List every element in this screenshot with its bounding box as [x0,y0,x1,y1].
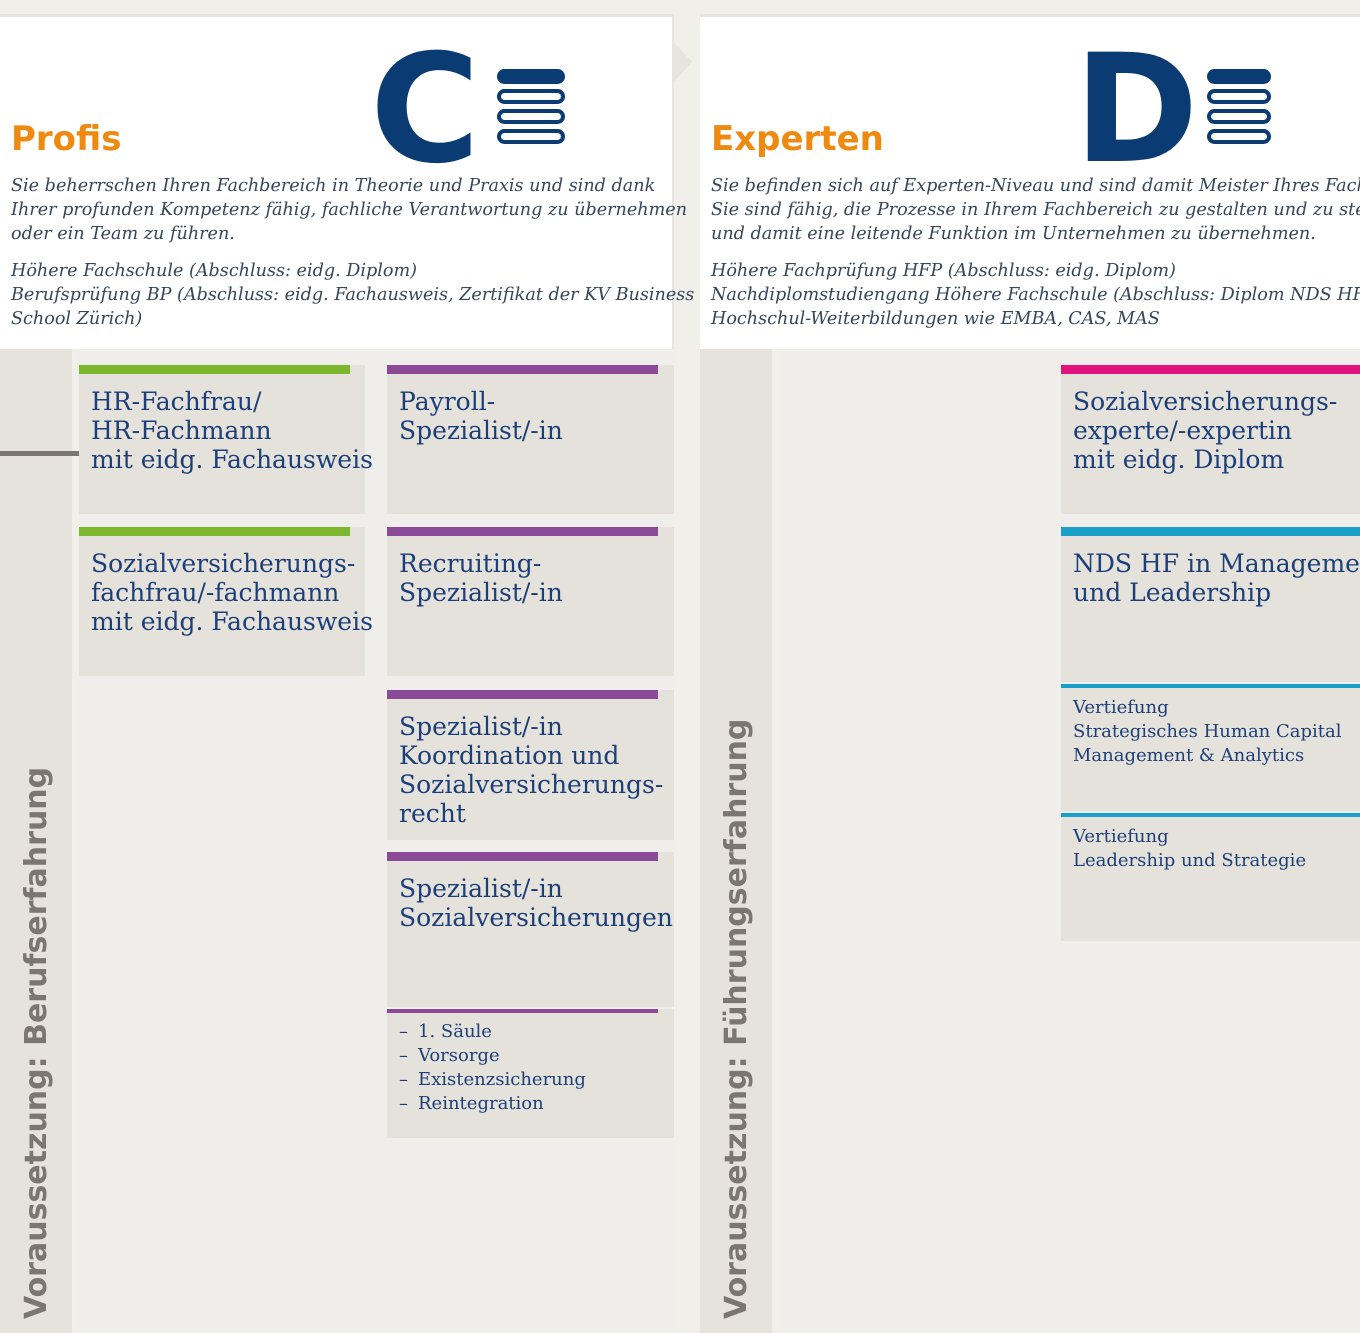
list-item: Reintegration [399,1092,586,1116]
level-qualifications: Höhere Fachprüfung HFP (Abschluss: eidg.… [711,261,1360,329]
course-track: HR-Fachfrau/ HR-Fachmann mit eidg. Facha… [79,349,674,1333]
course-card[interactable]: Payroll- Spezialist/-in [387,365,674,514]
list-item: 1. Säule [399,1020,586,1044]
level-description: Sie beherrschen Ihren Fachbereich in The… [11,176,688,244]
level-letter: D [1074,23,1198,197]
level-description: Sie befinden sich auf Experten-Niveau un… [711,176,1360,244]
level-letter: C [370,23,480,197]
level-d-header: D Experten Sie befinden sich auf Experte… [700,14,1360,349]
list-item: Vorsorge [399,1044,586,1068]
level-stack-icon [1207,69,1271,149]
course-card[interactable]: NDS HF in Management und Leadership [1061,527,1360,682]
level-title: Experten [711,119,884,159]
course-sub-list: 1. Säule Vorsorge Existenzsicherung Rein… [387,1009,674,1138]
list-item: Existenzsicherung [399,1068,586,1092]
course-card[interactable]: HR-Fachfrau/ HR-Fachmann mit eidg. Facha… [79,365,373,514]
course-card[interactable]: Recruiting- Spezialist/-in [387,527,674,676]
course-track: Sozialversicherungs- experte/-expertin m… [779,349,1360,1333]
specialization-card[interactable]: Vertiefung Strategisches Human Capital M… [1061,684,1360,811]
level-stack-icon [497,69,565,149]
level-title: Profis [11,119,122,159]
specialization-card[interactable]: Vertiefung Leadership und Strategie [1061,813,1360,941]
level-d-column: D Experten Sie befinden sich auf Experte… [700,14,1360,1333]
level-c-header: C Profis Sie beherrschen Ihren Fachberei… [0,14,695,349]
level-qualifications: Höhere Fachschule (Abschluss: eidg. Dipl… [11,261,695,329]
course-card[interactable]: Sozialversicherungs- experte/-expertin m… [1061,365,1360,514]
prerequisite-rail: Voraussetzung: Führungserfahrung [700,349,772,1333]
course-card[interactable]: Spezialist/-in Koordination und Sozialve… [387,690,674,840]
course-card[interactable]: Spezialist/-in Sozialversicherungen [387,852,674,1007]
level-c-column: C Profis Sie beherrschen Ihren Fachberei… [0,14,695,1333]
course-card[interactable]: Sozialversicherungs- fachfrau/-fachmann … [79,527,373,676]
flow-arrow [672,40,692,84]
connector-line [0,451,79,456]
prerequisite-rail: Voraussetzung: Berufserfahrung [0,349,72,1333]
